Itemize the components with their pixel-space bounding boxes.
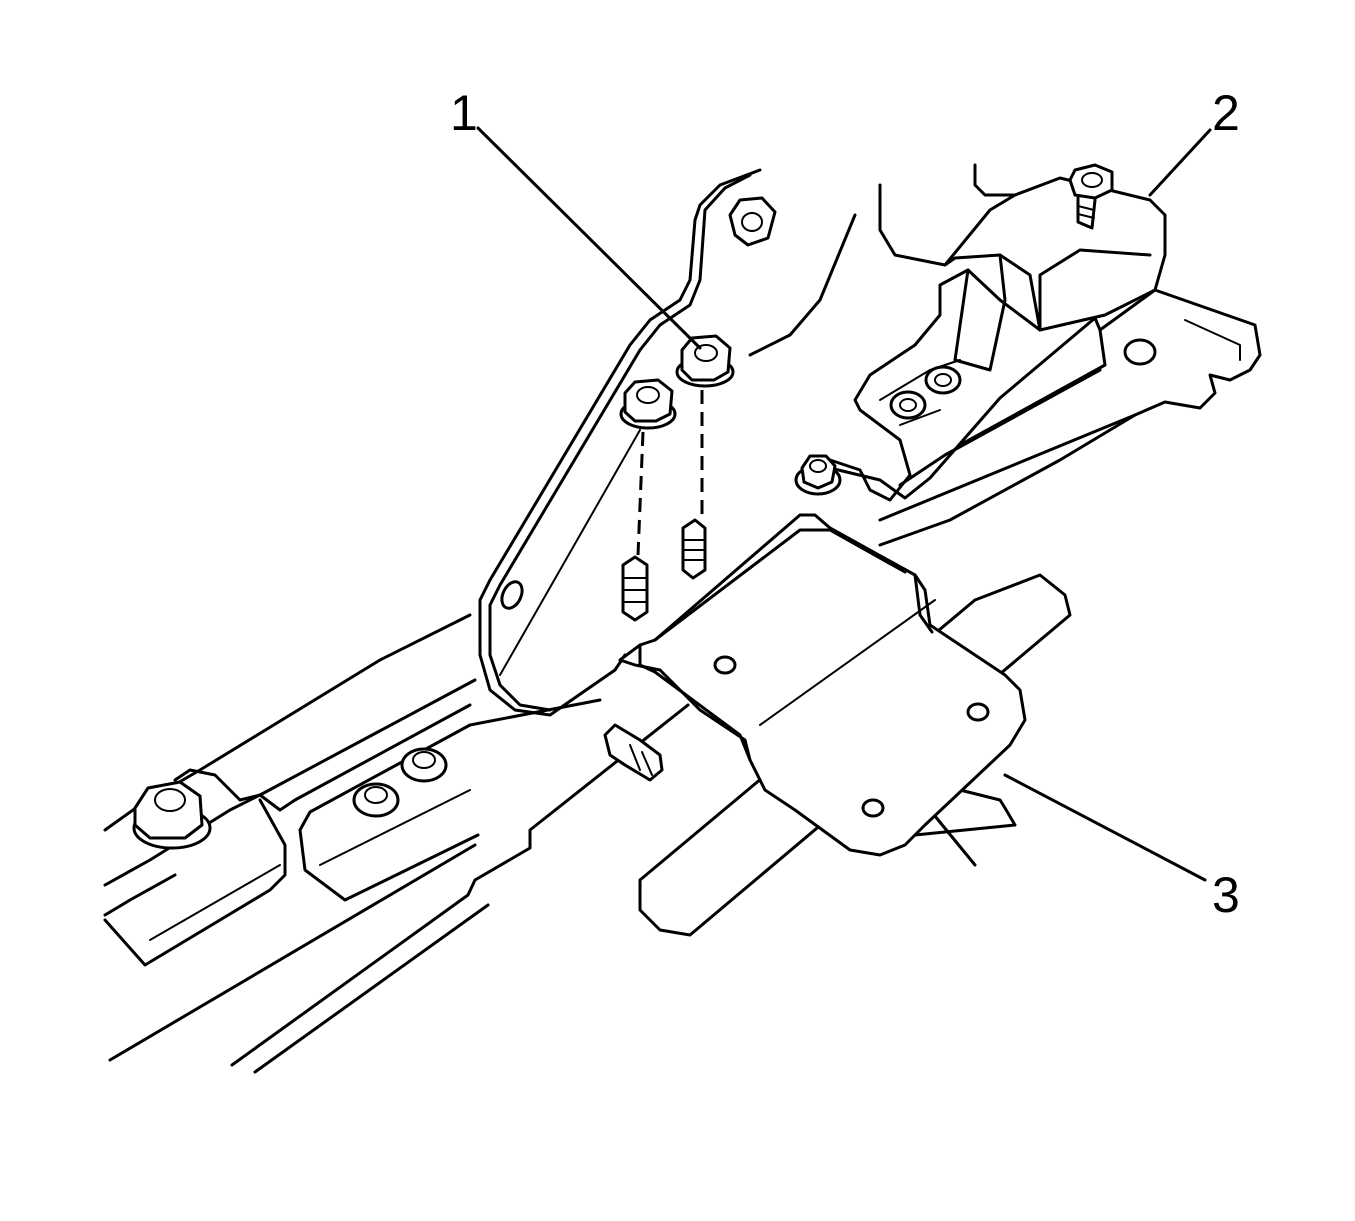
nuts xyxy=(619,334,735,556)
rail-grommets xyxy=(352,747,448,818)
leader-line-1 xyxy=(476,126,702,350)
callout-2: 2 xyxy=(1212,85,1240,141)
callout-3: 3 xyxy=(1212,867,1240,923)
frame-rail xyxy=(103,288,1262,1074)
small-bolt xyxy=(794,454,842,496)
clamp-plate xyxy=(618,513,1027,857)
leader-line-2 xyxy=(1148,128,1212,197)
callout-1: 1 xyxy=(450,85,478,141)
mounting-bracket xyxy=(828,163,1167,502)
leader-line-3 xyxy=(1003,773,1207,882)
studs xyxy=(603,518,707,782)
upper-bracket xyxy=(478,168,857,717)
leader-lines xyxy=(476,126,1212,882)
lower-left-nut xyxy=(132,768,262,850)
